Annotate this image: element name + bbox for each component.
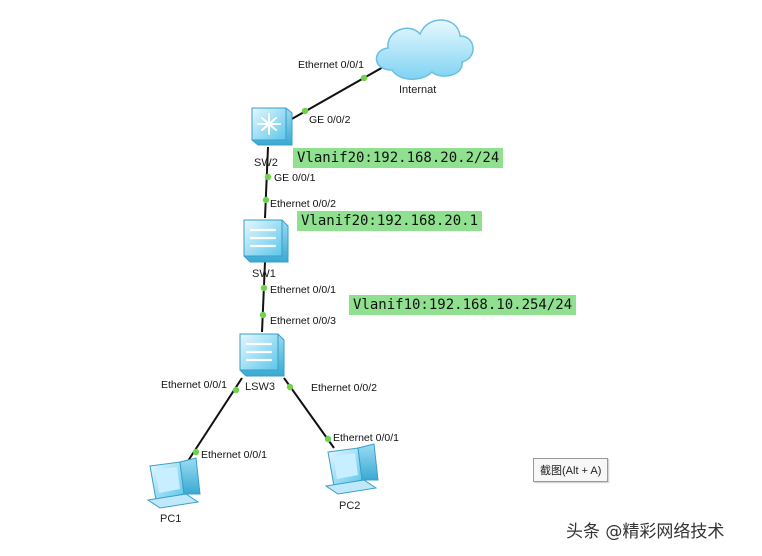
port-label-pc2-eth: Ethernet 0/0/1 [333, 432, 399, 444]
node-label-sw2: SW2 [254, 157, 278, 169]
port-dot [360, 74, 368, 82]
switch-icon[interactable] [251, 107, 293, 146]
switch-icon[interactable] [239, 333, 285, 377]
port-dot [259, 311, 267, 319]
port-label-sw2-ge002: GE 0/0/2 [309, 114, 351, 126]
pc-icon[interactable] [146, 457, 201, 509]
link-sw1-lsw3 [261, 261, 266, 333]
node-label-internet: Internat [399, 84, 436, 96]
port-label-pc1-eth: Ethernet 0/0/1 [201, 449, 267, 461]
port-dot [301, 107, 309, 115]
node-label-sw1: SW1 [252, 268, 276, 280]
watermark: 头条 @精彩网络技术 [566, 522, 725, 542]
port-label-sw2-ge001: GE 0/0/1 [274, 172, 316, 184]
port-dot [232, 386, 240, 394]
vlanif-label-sw1: Vlanif20:192.168.20.1 [297, 211, 483, 231]
port-label-lsw3-eth002: Ethernet 0/0/2 [311, 382, 377, 394]
switch-icon[interactable] [243, 219, 289, 263]
node-label-pc1: PC1 [160, 513, 181, 525]
port-dot [260, 284, 268, 292]
port-label-internet-eth: Ethernet 0/0/1 [298, 59, 364, 71]
port-dot [192, 448, 200, 456]
link-sw2-sw1 [264, 146, 269, 219]
node-label-pc2: PC2 [339, 500, 360, 512]
cloud-icon[interactable] [375, 19, 474, 80]
port-label-sw1-eth002: Ethernet 0/0/2 [270, 198, 336, 210]
node-label-lsw3: LSW3 [245, 381, 275, 393]
vlanif-label-sw2: Vlanif20:192.168.20.2/24 [293, 148, 504, 168]
port-dots [192, 74, 368, 456]
port-label-lsw3-eth003: Ethernet 0/0/3 [270, 315, 336, 327]
vlanif-label-lsw3: Vlanif10:192.168.10.254/24 [349, 295, 577, 315]
port-dot [264, 173, 272, 181]
link-lsw3-pc2 [283, 377, 335, 449]
port-dot [324, 435, 332, 443]
port-dot [286, 383, 294, 391]
pc-icon[interactable] [324, 443, 379, 495]
port-label-sw1-eth001: Ethernet 0/0/1 [270, 284, 336, 296]
port-label-lsw3-eth001: Ethernet 0/0/1 [161, 379, 227, 391]
port-dot [262, 196, 270, 204]
screenshot-tooltip: 截图(Alt + A) [533, 458, 609, 482]
